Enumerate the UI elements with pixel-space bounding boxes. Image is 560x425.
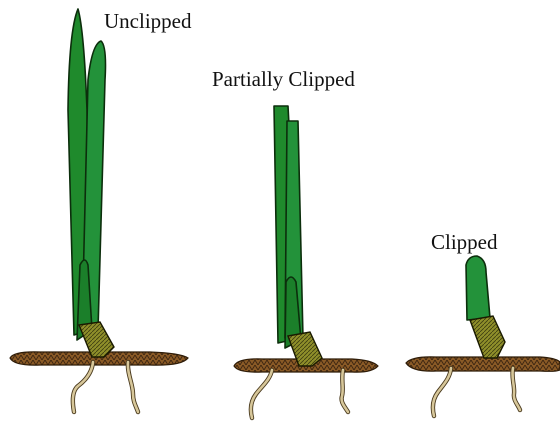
unclipped-plant [10, 9, 188, 412]
label-clipped: Clipped [431, 230, 498, 254]
label-partially-clipped: Partially Clipped [212, 67, 355, 91]
partially-clipped-plant [234, 106, 378, 418]
leaf-blade [466, 256, 490, 320]
crown [470, 316, 505, 358]
soil-strip [406, 357, 560, 371]
label-unclipped: Unclipped [104, 9, 192, 33]
clipped-plant [406, 256, 560, 416]
